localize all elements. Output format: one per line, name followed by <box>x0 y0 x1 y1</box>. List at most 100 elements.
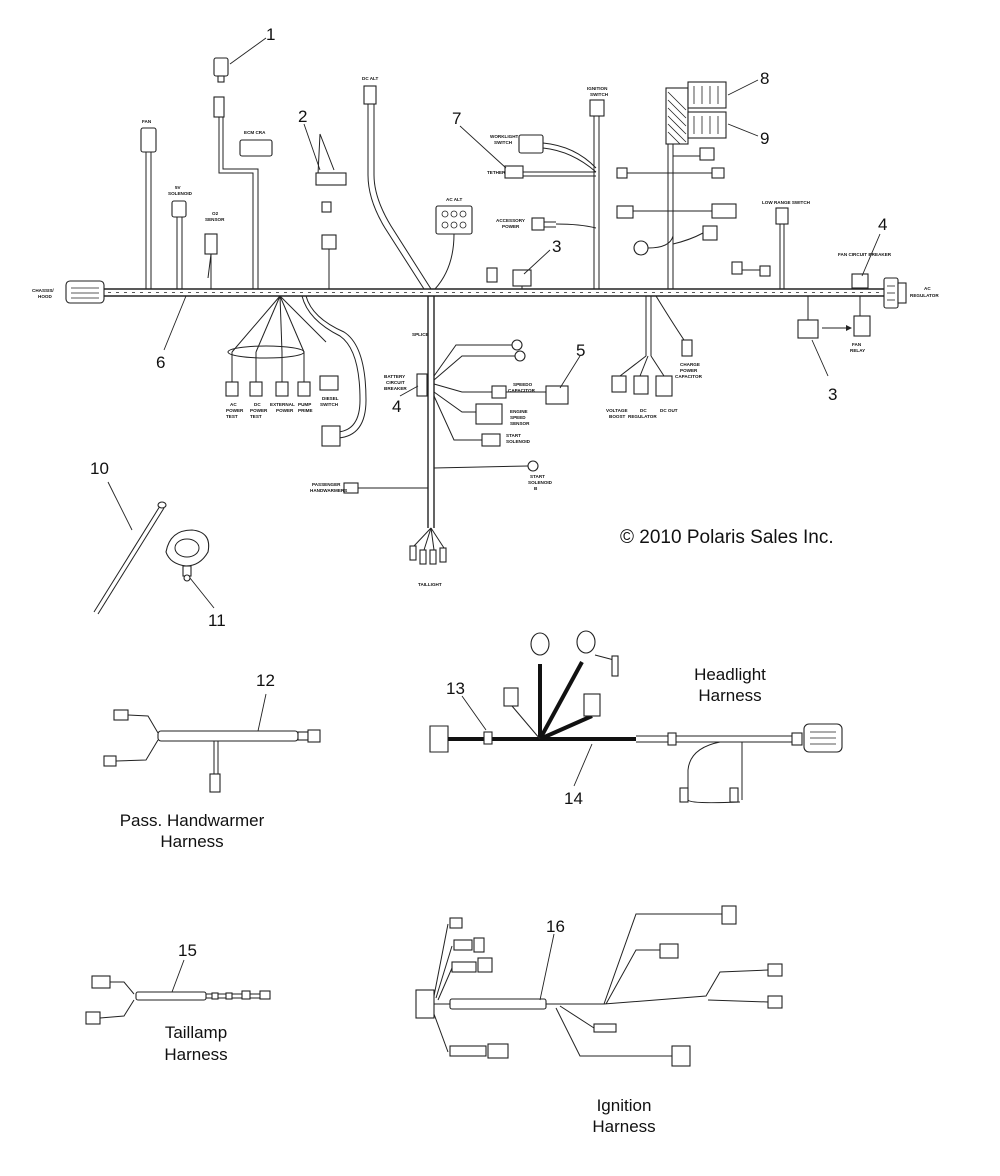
copyright-notice: © 2010 Polaris Sales Inc. <box>620 527 834 548</box>
low-range-switch-connector <box>775 207 789 225</box>
dc-alt-connector <box>363 85 377 105</box>
ignition-switch-label-2: SWITCH <box>590 92 609 97</box>
dc-power-test-label-2: POWER <box>250 408 268 413</box>
callout-16: 16 <box>546 917 565 936</box>
dc-regulator-connector <box>633 375 649 395</box>
charge-capacitor-label: CHARGE <box>680 362 700 367</box>
dc-power-test-label-3: TEST <box>250 414 262 419</box>
fan-connector <box>140 127 157 153</box>
diesel-switch-connector <box>319 375 339 391</box>
external-power-label-2: POWER <box>276 408 294 413</box>
callout-3-lower: 3 <box>828 385 837 404</box>
callout-9: 9 <box>760 129 769 148</box>
ac-power-test-label-2: POWER <box>226 408 244 413</box>
worklight-switch-label-2: SWITCH <box>494 140 513 145</box>
external-power-label: EXTERNAL <box>270 402 295 407</box>
voltage-boost-label: VOLTAGE <box>606 408 628 413</box>
caption-taillamp: Taillamp <box>165 1023 227 1042</box>
o2-sensor-connector <box>204 233 218 255</box>
dc-power-test-label: DC <box>254 402 261 407</box>
fan-circuit-breaker <box>851 273 869 289</box>
battery-cb-label: BATTERY <box>384 374 405 379</box>
item-3-relay-upper <box>486 267 498 283</box>
pump-prime-label: PUMP <box>298 402 311 407</box>
pump-prime-connector <box>297 381 311 397</box>
ac-power-test-connector <box>225 381 239 397</box>
engine-speed-sensor <box>475 403 503 425</box>
clamp-item-11 <box>165 529 210 582</box>
battery-circuit-breaker <box>416 373 428 397</box>
callout-10: 10 <box>90 459 109 478</box>
cable-tie-item-10 <box>93 501 167 615</box>
caption-ignition: Ignition <box>597 1096 652 1115</box>
chassis-hood-connector <box>65 280 105 304</box>
callout-2: 2 <box>298 107 307 126</box>
fan-relay-label: FAN <box>852 342 862 347</box>
caption-pass-handwarmer: Pass. Handwarmer <box>120 811 265 830</box>
callout-numbers: 1 2 3 3 4 4 5 6 7 8 9 10 11 12 13 14 15 … <box>90 25 887 960</box>
ac-alt-connector <box>435 205 473 235</box>
callout-7: 7 <box>452 109 461 128</box>
start-solenoid-b-label-2: SOLENOID <box>528 480 553 485</box>
trunk-label: SPLICE <box>412 332 429 337</box>
dc-regulator-label: DC <box>640 408 647 413</box>
leader-lines <box>107 37 881 1001</box>
accessory-power-connector <box>531 217 545 231</box>
engine-speed-label-3: SENSOR <box>510 421 530 426</box>
callout-12: 12 <box>256 671 275 690</box>
passenger-handwarmers-label: PASSENGER <box>312 482 341 487</box>
engine-speed-label: ENGINE <box>510 409 528 414</box>
speedo-capacitor-label-2: CAPACITOR <box>508 388 536 393</box>
item-1-connector-b <box>213 96 225 118</box>
start-solenoid-b-ring <box>527 460 539 472</box>
fan-relay-label-2: RELAY <box>850 348 865 353</box>
headlight-harness <box>429 630 843 804</box>
ecm-label: ECM CRA <box>244 130 266 135</box>
start-solenoid-connector <box>481 433 501 447</box>
ignition-switch-connector <box>589 99 605 117</box>
ecm-connector <box>239 139 273 157</box>
taillight-label: TAILLIGHT <box>418 582 442 587</box>
engine-speed-label-2: SPEED <box>510 415 526 420</box>
callout-8: 8 <box>760 69 769 88</box>
taillamp-harness <box>85 975 271 1025</box>
dc-power-test-connector <box>249 381 263 397</box>
start-solenoid-label-2: SOLENOID <box>506 439 531 444</box>
callout-13: 13 <box>446 679 465 698</box>
caption-ignition-2: Harness <box>592 1117 655 1136</box>
solenoid-label-2: SOLENOID <box>168 191 193 196</box>
chassis-hood-label-2: HOOD <box>38 294 52 299</box>
worklight-switch-label: WORKLIGHT <box>490 134 519 139</box>
voltage-boost-connector <box>611 375 627 393</box>
ac-power-test-label: AC <box>230 402 237 407</box>
ac-power-test-label-3: TEST <box>226 414 238 419</box>
diesel-switch-label-2: SWITCH <box>320 402 339 407</box>
callout-15: 15 <box>178 941 197 960</box>
ring-terminal-2 <box>514 350 526 362</box>
ignition-switch-label: IGNITION <box>587 86 608 91</box>
callout-6: 6 <box>156 353 165 372</box>
item-2-fuse <box>315 172 347 186</box>
caption-headlight-2: Harness <box>698 686 761 705</box>
battery-cb-label-2: CIRCUIT <box>386 380 405 385</box>
dc-out-connector <box>655 375 673 397</box>
external-power-connector <box>275 381 289 397</box>
worklight-switch-connector <box>518 134 544 154</box>
solenoid-connector <box>171 200 187 218</box>
fuse-block-8-9 <box>665 81 727 145</box>
dc-alt-label: DC ALT <box>362 76 379 81</box>
callout-14: 14 <box>564 789 583 808</box>
ring-terminal-1 <box>511 339 523 351</box>
charge-capacitor-label-2: POWER <box>680 368 698 373</box>
o2-sensor-label-2: SENSOR <box>205 217 225 222</box>
start-solenoid-b-label-3: B <box>534 486 538 491</box>
tether-connector <box>504 165 524 179</box>
callout-11: 11 <box>208 611 226 630</box>
pump-prime-label-2: PRIME <box>298 408 313 413</box>
callout-4-lower: 4 <box>392 397 401 416</box>
voltage-boost-label-2: BOOST <box>609 414 626 419</box>
item-2-plug <box>321 234 337 250</box>
ac-alt-label: AC ALT <box>446 197 463 202</box>
dc-out-label: DC OUT <box>660 408 678 413</box>
